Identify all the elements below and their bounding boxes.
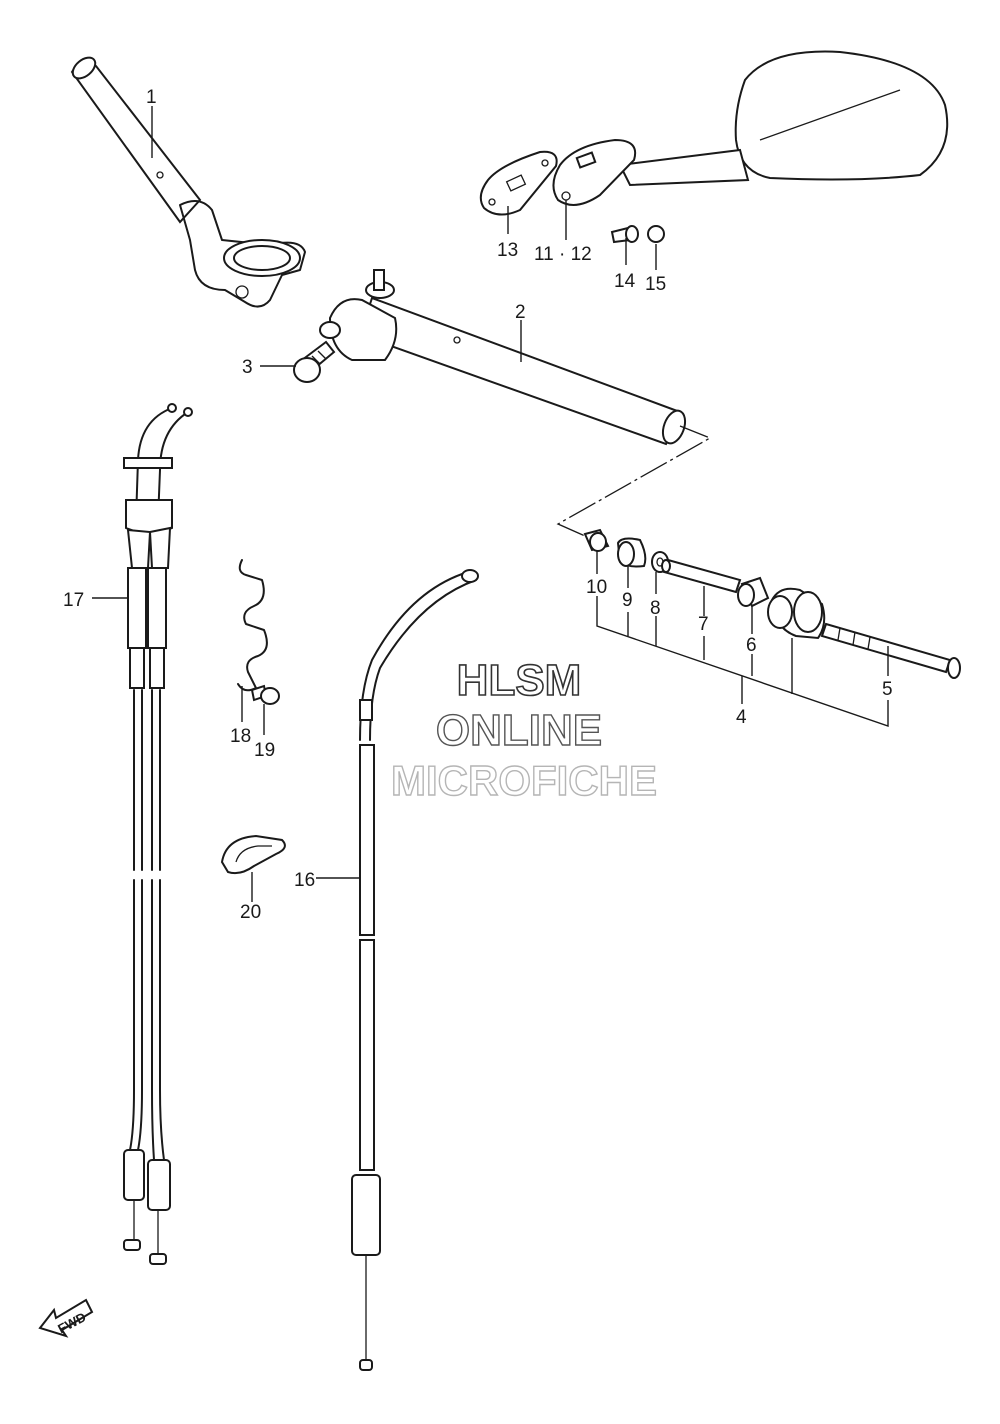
- watermark-line2: ONLINE: [436, 706, 602, 755]
- part-17-throttle-cables[interactable]: [123, 403, 193, 1265]
- callout-leaders: [92, 106, 889, 902]
- callout-labels: 1 2 3 13 11 · 12 14 15 10 9 8 7 6 5 4 17…: [63, 87, 893, 923]
- part-15-cap[interactable]: [647, 225, 665, 243]
- callout-18: 18: [230, 726, 251, 747]
- part-18-wire-clip[interactable]: [237, 559, 268, 692]
- part-6-collar[interactable]: [737, 576, 770, 608]
- part-5-long-bolt[interactable]: [820, 622, 961, 679]
- callout-3: 3: [242, 357, 253, 378]
- callout-13: 13: [497, 240, 518, 261]
- part-10-nut[interactable]: [583, 528, 610, 552]
- watermark: HLSM ONLINE MICROFICHE: [390, 655, 657, 805]
- part-3-bolt[interactable]: [293, 340, 336, 383]
- part-7-shaft[interactable]: [661, 558, 742, 594]
- callout-15: 15: [645, 274, 666, 295]
- callout-9: 9: [622, 590, 633, 611]
- fwd-arrow-icon: FWD: [38, 1298, 94, 1338]
- callout-20: 20: [240, 902, 261, 923]
- part-14-screw[interactable]: [610, 225, 639, 244]
- callout-1: 1: [146, 87, 157, 108]
- callout-17: 17: [63, 590, 84, 611]
- callout-8: 8: [650, 598, 661, 619]
- fwd-label: FWD: [55, 1309, 88, 1336]
- callout-5: 5: [882, 679, 893, 700]
- callout-6: 6: [746, 635, 757, 656]
- callout-7: 7: [698, 614, 709, 635]
- watermark-line1: HLSM: [457, 656, 582, 705]
- callout-19: 19: [254, 740, 275, 761]
- part-9-rubber[interactable]: [616, 537, 647, 568]
- part-2-right-handlebar[interactable]: [319, 269, 689, 446]
- callout-11-12: 11 · 12: [534, 244, 592, 265]
- assembly-guide-line: [556, 425, 712, 537]
- part-11-12-mirror[interactable]: [552, 50, 949, 206]
- part-1-left-handlebar[interactable]: [69, 54, 306, 308]
- part-19-bolt[interactable]: [250, 684, 280, 705]
- part-13-mirror-plate[interactable]: [479, 150, 558, 216]
- callout-10: 10: [586, 577, 607, 598]
- part-4-weight[interactable]: [767, 587, 826, 640]
- watermark-line3: MICROFICHE: [391, 757, 657, 804]
- callout-2: 2: [515, 302, 526, 323]
- callout-4: 4: [736, 707, 747, 728]
- part-20-cable-guide[interactable]: [220, 834, 286, 875]
- part-16-cable[interactable]: [351, 569, 479, 1371]
- callout-14: 14: [614, 271, 636, 292]
- callout-16: 16: [294, 870, 315, 891]
